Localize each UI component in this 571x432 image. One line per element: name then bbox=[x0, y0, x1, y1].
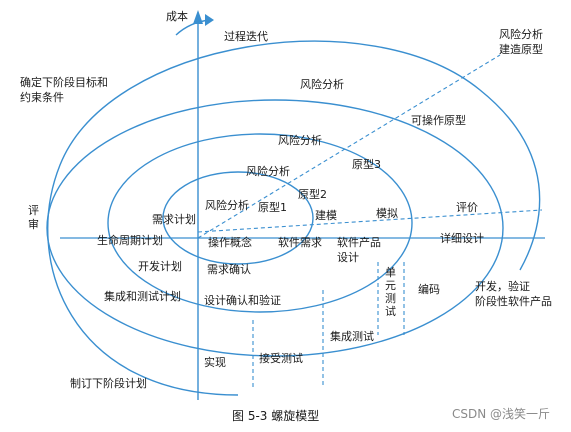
risk-label-4: 风险分析 bbox=[300, 77, 344, 91]
cost-axis bbox=[193, 10, 203, 400]
spiral-loop-1 bbox=[162, 171, 314, 265]
prototype-2: 原型2 bbox=[298, 187, 327, 201]
figure-caption: 图 5-3 螺旋模型 bbox=[232, 409, 319, 423]
risk-analysis-diagonal bbox=[197, 54, 501, 239]
operational-prototype: 可操作原型 bbox=[411, 113, 466, 127]
stage-operation-concept: 操作概念 bbox=[208, 235, 252, 249]
csdn-watermark: CSDN @浅笑一斤 bbox=[452, 406, 550, 421]
stage-integration-test-plan: 集成和测试计划 bbox=[104, 289, 181, 303]
stage-modeling: 建模 bbox=[315, 208, 337, 222]
process-iteration-label: 过程迭代 bbox=[224, 30, 268, 43]
stage-evaluation: 评价 bbox=[456, 201, 478, 214]
stage-req-plan: 需求计划 bbox=[152, 213, 196, 226]
risk-label-2: 风险分析 bbox=[246, 164, 290, 178]
prototype-3: 原型3 bbox=[352, 157, 381, 171]
spiral-loops bbox=[46, 40, 541, 396]
prototype-1: 原型1 bbox=[258, 200, 287, 214]
stage-software-req: 软件需求 bbox=[278, 235, 322, 249]
quadrant-top-left: 确定下阶段目标和约束条件 bbox=[20, 75, 108, 104]
stage-integration-test: 集成测试 bbox=[330, 329, 374, 343]
evaluation-dashed-line bbox=[197, 209, 543, 233]
quadrant-bottom-left: 制订下阶段计划 bbox=[70, 376, 147, 390]
stage-acceptance-test: 接受测试 bbox=[259, 352, 303, 365]
stage-coding: 编码 bbox=[418, 282, 440, 296]
risk-label-3: 风险分析 bbox=[278, 133, 322, 147]
stage-simulation: 模拟 bbox=[376, 206, 398, 220]
process-iteration-arrow bbox=[175, 14, 214, 36]
quadrant-top-right: 风险分析建造原型 bbox=[499, 27, 543, 56]
stage-detailed-design: 详细设计 bbox=[440, 231, 484, 245]
stage-req-confirm: 需求确认 bbox=[207, 263, 251, 276]
quadrant-bottom-right: 开发，验证阶段性软件产品 bbox=[475, 279, 552, 308]
spiral-loop-4 bbox=[47, 40, 541, 396]
spiral-loop-2 bbox=[107, 133, 413, 313]
spiral-loop-3 bbox=[46, 99, 504, 357]
risk-label-1: 风险分析 bbox=[205, 198, 249, 212]
labels: 成本 过程迭代 确定下阶段目标和约束条件 风险分析建造原型 评审 制订下阶段计划… bbox=[20, 9, 552, 423]
stage-software-product-design: 软件产品设计 bbox=[337, 235, 381, 264]
stage-lifecycle-plan: 生命周期计划 bbox=[97, 233, 163, 247]
stage-design-verify: 设计确认和验证 bbox=[204, 293, 281, 307]
phase-separators bbox=[252, 262, 405, 388]
stage-dev-plan: 开发计划 bbox=[138, 259, 182, 273]
stage-unit-test: 单元测试 bbox=[385, 266, 396, 318]
stage-implementation: 实现 bbox=[204, 355, 226, 369]
cost-axis-label: 成本 bbox=[166, 9, 188, 23]
quadrant-left: 评审 bbox=[28, 204, 39, 231]
